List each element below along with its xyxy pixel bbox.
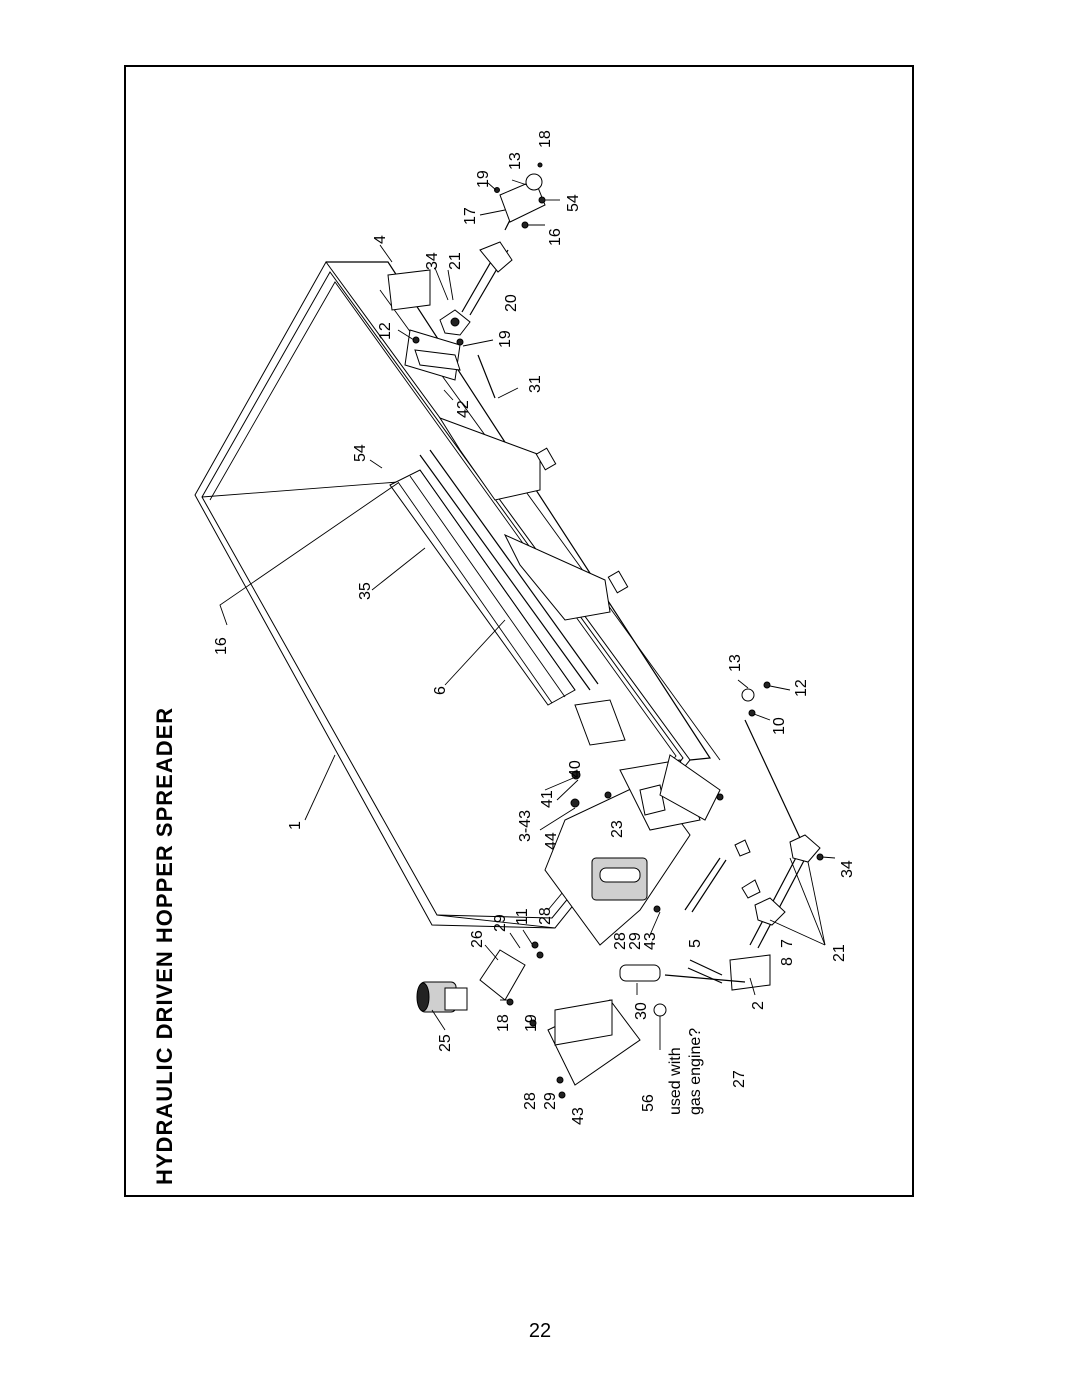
spinner-shaft-bottom — [684, 681, 824, 991]
callout-54: 54 — [352, 444, 369, 462]
note-line-1: used with — [667, 1047, 684, 1115]
callout-18: 18 — [537, 130, 554, 148]
callout-44: 44 — [543, 832, 560, 850]
callout-28: 28 — [612, 932, 629, 950]
callout-17: 17 — [462, 207, 479, 225]
callout-21: 21 — [447, 252, 464, 270]
callout-6: 6 — [432, 686, 449, 695]
callout-43: 43 — [642, 932, 659, 950]
callout-20: 20 — [503, 294, 520, 312]
callout-56: 56 — [640, 1094, 657, 1112]
callout-25: 25 — [437, 1034, 454, 1052]
callout-28: 28 — [537, 907, 554, 925]
callout-35: 35 — [357, 582, 374, 600]
callout-12: 12 — [377, 322, 394, 340]
callout-19: 19 — [523, 1014, 540, 1032]
callout-29: 29 — [627, 932, 644, 950]
callout-23: 23 — [609, 820, 626, 838]
gearbox-assembly — [544, 699, 724, 946]
callout-41: 41 — [539, 790, 556, 808]
callout-43: 43 — [570, 1107, 587, 1125]
callout-12: 12 — [793, 679, 810, 697]
note-line-2: gas engine? — [687, 1028, 704, 1115]
callout-13: 13 — [727, 654, 744, 672]
hydraulic-motor-mount — [416, 941, 746, 1027]
callout-40: 40 — [567, 760, 584, 778]
callout-27: 27 — [731, 1070, 748, 1088]
callout-34: 34 — [424, 252, 441, 270]
callout-28: 28 — [522, 1092, 539, 1110]
callout-13: 13 — [507, 152, 524, 170]
diagram-frame — [124, 65, 914, 1197]
callout-11: 11 — [514, 908, 531, 925]
callout-18: 18 — [495, 1014, 512, 1032]
callout-54: 54 — [565, 194, 582, 212]
drive-shaft-top — [412, 162, 546, 399]
page-number: 22 — [528, 1320, 552, 1342]
callout-8: 8 — [779, 957, 796, 966]
callout-4: 4 — [372, 235, 389, 244]
callout-16: 16 — [547, 228, 564, 246]
callout-5: 5 — [687, 939, 704, 948]
callout-42: 42 — [455, 400, 472, 418]
callout-19: 19 — [497, 330, 514, 348]
leader-lines — [219, 179, 836, 1050]
callout-21: 21 — [831, 944, 848, 962]
callout-3-43: 3-43 — [517, 810, 534, 842]
engine-guard — [547, 999, 641, 1099]
callout-7: 7 — [779, 939, 796, 948]
callout-labels: 1 6 35 16 54 42 31 19 12 20 34 21 4 16 1… — [213, 130, 856, 1125]
callout-30: 30 — [633, 1002, 650, 1020]
hopper-body — [194, 261, 721, 929]
callout-10: 10 — [771, 717, 788, 735]
callout-19: 19 — [475, 170, 492, 188]
callout-26: 26 — [469, 930, 486, 948]
callout-29: 29 — [492, 914, 509, 932]
callout-29: 29 — [542, 1092, 559, 1110]
callout-16: 16 — [213, 637, 230, 655]
diagram-title: HYDRAULIC DRIVEN HOPPER SPREADER — [152, 707, 177, 1185]
callout-2: 2 — [750, 1001, 767, 1010]
callout-34: 34 — [839, 860, 856, 878]
callout-1: 1 — [287, 821, 304, 830]
callout-31: 31 — [527, 375, 544, 393]
